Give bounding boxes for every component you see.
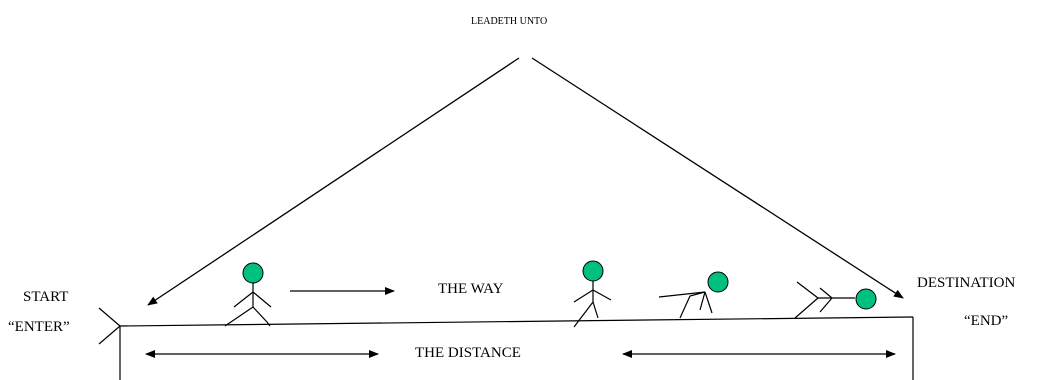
start-label: START bbox=[23, 289, 69, 305]
apex-left-arrow bbox=[147, 57, 520, 306]
figure-walking-1 bbox=[224, 262, 272, 327]
figure-lying-4 bbox=[794, 281, 877, 319]
figure-crawling-3 bbox=[658, 271, 729, 319]
figure-3-head bbox=[707, 271, 729, 293]
start-mark-lower bbox=[98, 325, 121, 345]
start-mark-upper bbox=[98, 307, 121, 327]
way-label: THE WAY bbox=[438, 281, 504, 297]
distance-label: THE DISTANCE bbox=[415, 345, 521, 361]
start-quote: “ENTER” bbox=[8, 319, 70, 335]
top-label: LEADETH UNTO bbox=[471, 16, 548, 27]
apex-right-arrow bbox=[531, 57, 904, 299]
destination-label: DESTINATION bbox=[917, 275, 1016, 291]
figure-2-head bbox=[582, 260, 604, 282]
figure-1-head bbox=[242, 262, 264, 284]
figure-4-head bbox=[855, 288, 877, 310]
figure-walking-2 bbox=[573, 260, 612, 328]
road-top-line bbox=[119, 316, 914, 327]
destination-quote: “END” bbox=[964, 313, 1009, 329]
